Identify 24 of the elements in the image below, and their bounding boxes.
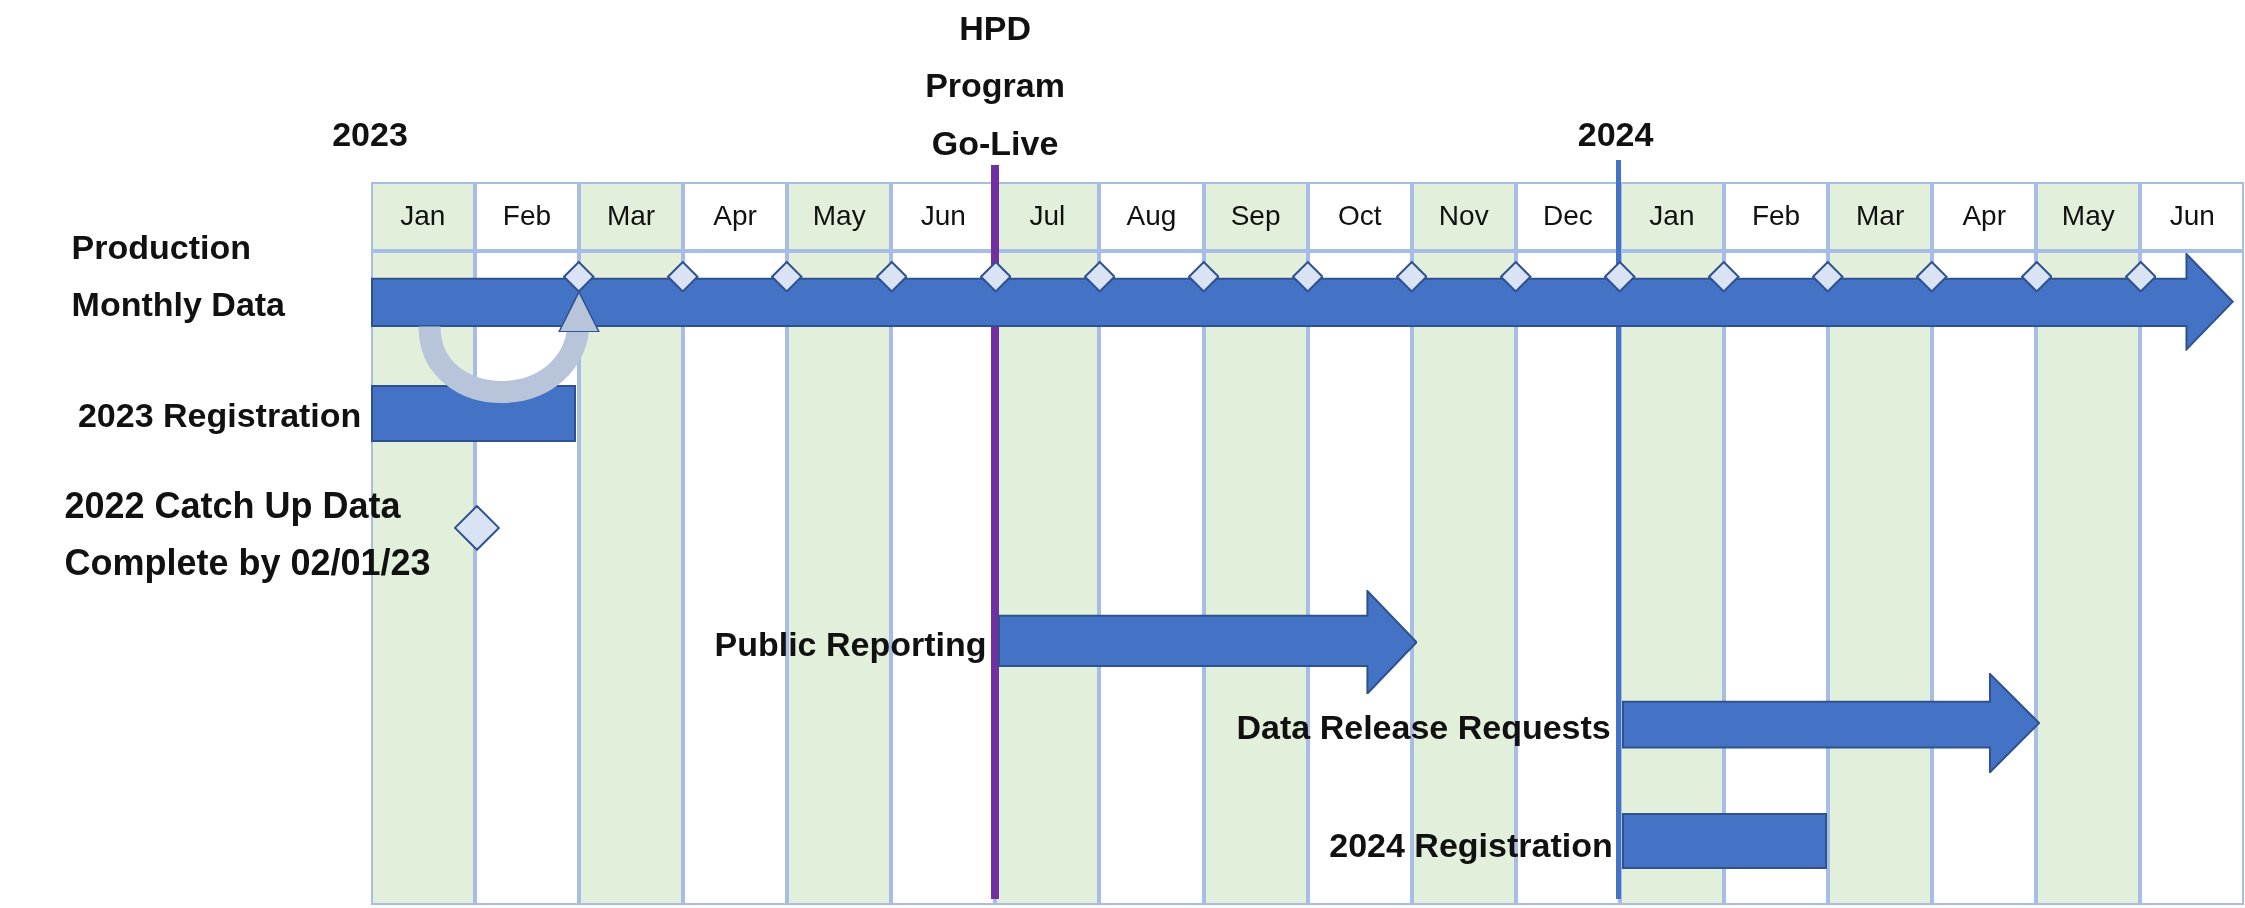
- month-header: May: [2036, 181, 2141, 251]
- timeline-label: HPD Program Go-Live: [924, 8, 1066, 164]
- month-header: Jun: [2140, 181, 2245, 251]
- timeline-label: Public Reporting: [713, 623, 987, 665]
- month-header: Sep: [1203, 181, 1308, 251]
- timeline-label: Data Release Requests: [1235, 706, 1611, 748]
- month-header: Feb: [474, 181, 579, 251]
- month-header: Aug: [1099, 181, 1204, 251]
- timeline-label: 2022 Catch Up Data Complete by 02/01/23: [64, 483, 432, 586]
- month-header: Apr: [1932, 181, 2037, 251]
- month-header: Nov: [1411, 181, 1516, 251]
- month-header: Apr: [683, 181, 788, 251]
- timeline-label: 2024 Registration: [1328, 824, 1613, 866]
- month-header: Feb: [1723, 181, 1829, 251]
- timeline-label: Production Monthly Data: [71, 227, 287, 326]
- month-header: Jan: [1619, 181, 1724, 251]
- year-label: 2024: [1577, 114, 1654, 154]
- month-header: Jan: [370, 181, 475, 251]
- timeline-label: 2023 Registration: [76, 395, 362, 436]
- month-header: Mar: [579, 181, 684, 251]
- month-header: Mar: [1828, 181, 1933, 251]
- year-label: 2023: [332, 114, 408, 154]
- month-header: Oct: [1307, 181, 1412, 251]
- month-header: May: [787, 181, 892, 251]
